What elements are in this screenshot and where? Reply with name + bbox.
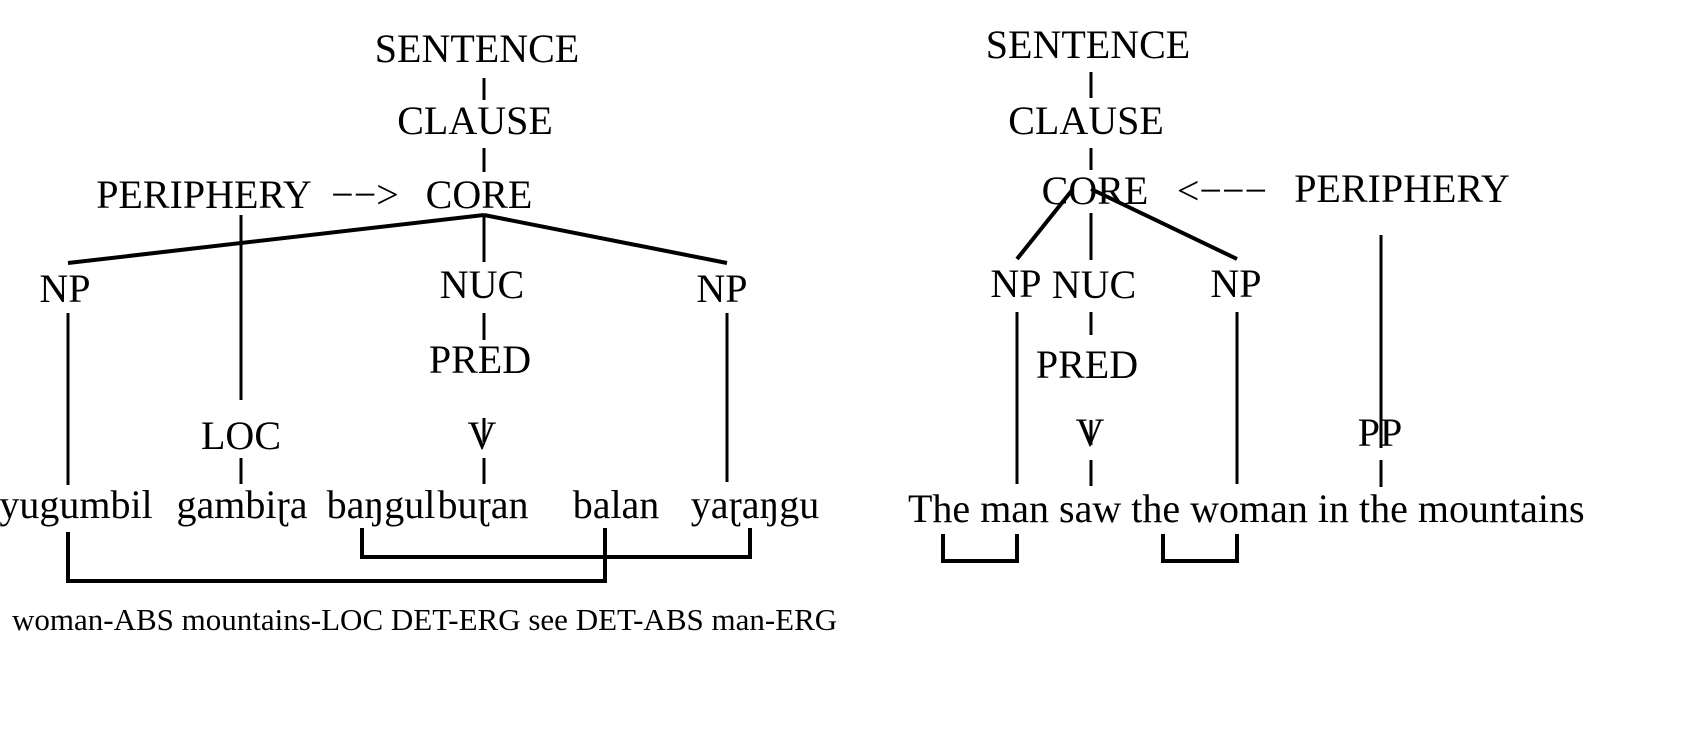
right-periphery-arrow: <−−− — [1177, 168, 1267, 213]
left-periphery-arrow: −−> — [331, 172, 399, 217]
left-periphery-node: PERIPHERY — [96, 172, 312, 217]
dependency-bracket — [941, 534, 1019, 563]
word-bangul: baŋgul — [327, 482, 436, 527]
left-v-node: V — [468, 413, 497, 458]
right-nuc-node: NUC — [1052, 262, 1136, 307]
right-clause-node: CLAUSE — [1008, 98, 1164, 143]
left-np-node-2: NP — [696, 266, 747, 311]
left-clause-node: CLAUSE — [397, 98, 553, 143]
edge — [483, 213, 728, 265]
left-loc-node: LOC — [201, 413, 281, 458]
left-nuc-node: NUC — [440, 262, 524, 307]
left-core-node: CORE — [426, 172, 533, 217]
right-sentence-node: SENTENCE — [986, 22, 1190, 67]
left-tree: SENTENCE CLAUSE PERIPHERY −−> CORE NP NU… — [0, 26, 837, 637]
edge — [67, 213, 485, 265]
left-pred-node: PRED — [429, 337, 531, 382]
right-np-node-1: NP — [990, 261, 1041, 306]
edge — [1015, 187, 1075, 261]
word-buran: buɽan — [437, 482, 528, 527]
edge — [1090, 187, 1238, 261]
dependency-bracket — [360, 528, 752, 559]
word-gambira: gambiɽa — [176, 482, 307, 527]
right-tree: SENTENCE CLAUSE CORE <−−− PERIPHERY NP N… — [908, 22, 1585, 563]
right-periphery-node: PERIPHERY — [1294, 166, 1510, 211]
dependency-bracket — [1161, 534, 1239, 563]
word-yarangu: yaɽaŋgu — [691, 482, 820, 527]
left-np-node-1: NP — [39, 266, 90, 311]
dependency-bracket — [66, 528, 607, 583]
right-pred-node: PRED — [1036, 342, 1138, 387]
left-sentence-node: SENTENCE — [375, 26, 579, 71]
gloss-line: woman-ABS mountains-LOC DET-ERG see DET-… — [12, 602, 837, 637]
word-balan: balan — [573, 482, 660, 527]
word-dyugumbil: dyugumbil — [0, 482, 153, 527]
english-sentence: The man saw the woman in the mountains — [908, 486, 1585, 531]
right-np-node-2: NP — [1210, 261, 1261, 306]
